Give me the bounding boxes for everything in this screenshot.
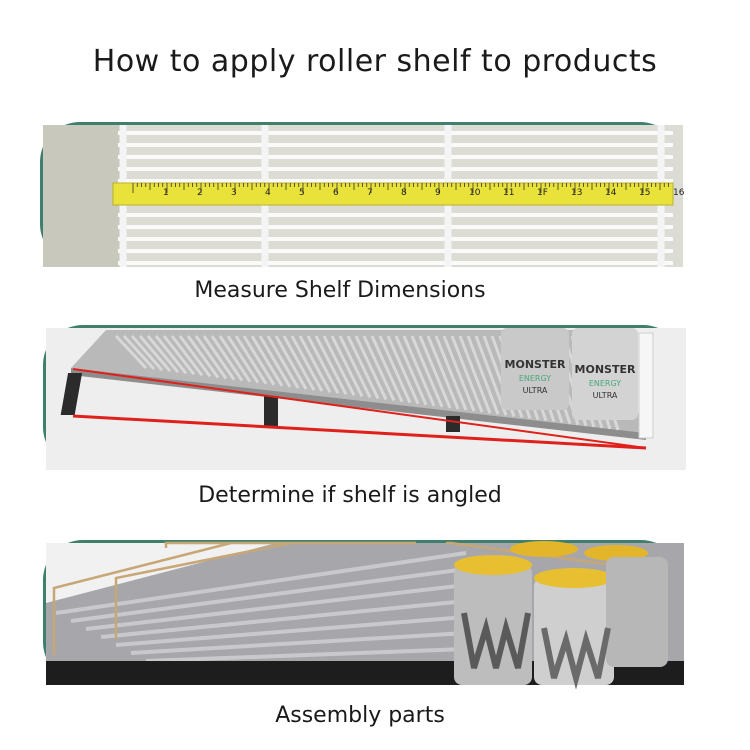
step-caption-angle: Determine if shelf is angled xyxy=(198,483,502,508)
wire-shelf-illustration: 1 2 3 4 5 6 7 8 9 10 11 1F 13 14 15 16 xyxy=(43,125,685,267)
tape-inch-label: 9 xyxy=(435,188,441,198)
page-title: How to apply roller shelf to products xyxy=(92,44,658,79)
tape-inch-label: 7 xyxy=(367,188,373,198)
svg-text:MONSTER: MONSTER xyxy=(575,363,636,376)
angle-line-shelf xyxy=(72,368,647,449)
svg-text:ENERGY: ENERGY xyxy=(589,379,621,388)
tape-inch-label: 16 xyxy=(673,188,685,198)
step-caption-assembly: Assembly parts xyxy=(275,703,445,728)
tape-inch-label: 1F xyxy=(537,188,548,198)
measure-shelf-image: 1 2 3 4 5 6 7 8 9 10 11 1F 13 14 15 16 xyxy=(40,122,685,267)
angled-shelf-illustration: MONSTER ENERGY ULTRA MONSTER ENERGY ULTR… xyxy=(46,328,686,470)
tape-inch-label: 13 xyxy=(571,188,582,198)
can-group xyxy=(454,541,668,690)
tape-inch-label: 8 xyxy=(401,188,407,198)
tape-inch-label: 2 xyxy=(197,188,203,198)
tape-inch-label: 3 xyxy=(231,188,237,198)
tape-inch-label: 6 xyxy=(333,188,339,198)
step-caption-measure: Measure Shelf Dimensions xyxy=(194,278,486,303)
svg-text:ULTRA: ULTRA xyxy=(523,386,548,395)
angled-shelf-image: MONSTER ENERGY ULTRA MONSTER ENERGY ULTR… xyxy=(43,325,686,470)
svg-text:ULTRA: ULTRA xyxy=(593,391,618,400)
tape-measure xyxy=(112,182,674,206)
energy-can-2: MONSTER ENERGY ULTRA xyxy=(572,328,638,420)
svg-text:ENERGY: ENERGY xyxy=(519,374,551,383)
tape-inch-label: 15 xyxy=(639,188,650,198)
assembly-illustration xyxy=(46,541,684,690)
svg-text:MONSTER: MONSTER xyxy=(505,358,566,371)
angle-line-floor xyxy=(72,414,647,450)
tape-inch-label: 11 xyxy=(503,188,514,198)
tape-inch-label: 5 xyxy=(299,188,305,198)
tape-inch-label: 4 xyxy=(265,188,271,198)
energy-can-1: MONSTER ENERGY ULTRA xyxy=(501,328,569,410)
tape-inch-label: 1 xyxy=(163,188,169,198)
tape-inch-label: 10 xyxy=(469,188,481,198)
tape-inch-label: 14 xyxy=(605,188,617,198)
assembly-parts-image xyxy=(43,540,684,690)
